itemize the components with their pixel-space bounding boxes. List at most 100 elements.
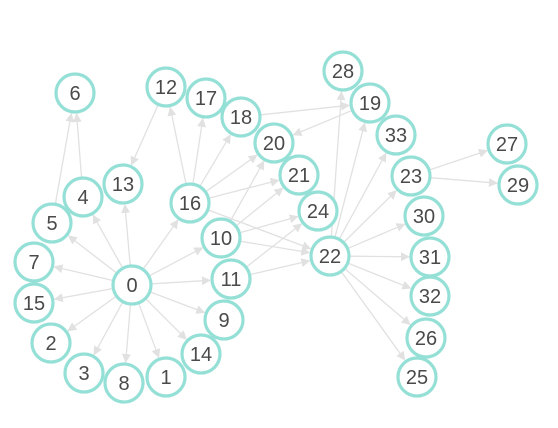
graph-node-27[interactable]: 27 <box>486 123 528 165</box>
edge-10-to-24 <box>240 214 299 234</box>
node-circle[interactable] <box>200 217 242 259</box>
graph-node-26[interactable]: 26 <box>405 317 447 359</box>
node-circle[interactable] <box>180 333 222 375</box>
graph-node-21[interactable]: 21 <box>278 154 320 196</box>
node-circle[interactable] <box>13 282 55 324</box>
graph-node-18[interactable]: 18 <box>220 96 262 138</box>
graph-node-3[interactable]: 3 <box>63 352 105 394</box>
graph-node-32[interactable]: 32 <box>409 275 451 317</box>
graph-node-30[interactable]: 30 <box>403 195 445 237</box>
graph-node-12[interactable]: 12 <box>145 66 187 108</box>
graph-node-15[interactable]: 15 <box>13 282 55 324</box>
node-label: 6 <box>69 83 80 105</box>
node-label: 11 <box>221 269 242 291</box>
graph-node-28[interactable]: 28 <box>322 50 364 92</box>
node-circle[interactable] <box>145 66 187 108</box>
graph-node-8[interactable]: 8 <box>103 362 145 404</box>
node-circle[interactable] <box>390 155 432 197</box>
node-circle[interactable] <box>103 362 145 404</box>
graph-node-4[interactable]: 4 <box>62 176 104 218</box>
node-label: 10 <box>210 228 232 250</box>
graph-node-5[interactable]: 5 <box>31 202 73 244</box>
edge-10-to-21 <box>236 187 284 226</box>
node-circle[interactable] <box>349 82 391 124</box>
graph-node-17[interactable]: 17 <box>185 77 227 119</box>
node-circle[interactable] <box>409 275 451 317</box>
node-label: 20 <box>263 133 285 155</box>
graph-node-1[interactable]: 1 <box>145 356 187 398</box>
node-circle[interactable] <box>13 241 55 283</box>
node-circle[interactable] <box>322 50 364 92</box>
edge-0-to-16 <box>142 219 179 270</box>
edge-10-to-20 <box>230 160 265 221</box>
node-label: 19 <box>359 93 381 115</box>
node-circle[interactable] <box>102 163 144 205</box>
graph-node-14[interactable]: 14 <box>180 333 222 375</box>
node-circle[interactable] <box>403 195 445 237</box>
node-circle[interactable] <box>203 299 245 341</box>
edge-22-to-19 <box>334 122 368 237</box>
edge-23-to-29 <box>430 177 498 188</box>
node-circle[interactable] <box>405 317 447 359</box>
node-label: 13 <box>112 174 134 196</box>
graph-node-31[interactable]: 31 <box>409 236 451 278</box>
edge-0-to-7 <box>53 264 113 282</box>
graph-node-6[interactable]: 6 <box>54 72 96 114</box>
graph-node-16[interactable]: 16 <box>169 182 211 224</box>
graph-node-25[interactable]: 25 <box>396 356 438 398</box>
graph-node-9[interactable]: 9 <box>203 299 245 341</box>
node-circle[interactable] <box>375 114 417 156</box>
graph-node-2[interactable]: 2 <box>30 322 72 364</box>
edge-22-to-30 <box>348 223 406 249</box>
node-label: 9 <box>218 310 229 332</box>
node-circle[interactable] <box>309 235 351 277</box>
node-circle[interactable] <box>486 123 528 165</box>
node-circle[interactable] <box>54 72 96 114</box>
node-circle[interactable] <box>210 258 252 300</box>
node-label: 5 <box>46 213 57 235</box>
edge-22-to-33 <box>339 152 387 239</box>
graph-node-19[interactable]: 19 <box>349 82 391 124</box>
node-circle[interactable] <box>169 182 211 224</box>
graph-node-24[interactable]: 24 <box>297 190 339 232</box>
edge-16-to-18 <box>199 134 231 187</box>
node-label: 8 <box>118 373 129 395</box>
node-circle[interactable] <box>185 77 227 119</box>
node-circle[interactable] <box>253 122 295 164</box>
node-circle[interactable] <box>111 264 153 306</box>
node-circle[interactable] <box>497 164 539 206</box>
edge-0-to-14 <box>145 298 187 340</box>
edge-16-to-20 <box>205 154 258 192</box>
node-circle[interactable] <box>220 96 262 138</box>
graph-node-22[interactable]: 22 <box>309 235 351 277</box>
graph-node-10[interactable]: 10 <box>200 217 242 259</box>
node-circle[interactable] <box>30 322 72 364</box>
node-circle[interactable] <box>396 356 438 398</box>
node-circle[interactable] <box>63 352 105 394</box>
edge-22-to-23 <box>343 190 397 243</box>
node-label: 16 <box>179 193 201 215</box>
node-circle[interactable] <box>62 176 104 218</box>
node-circle[interactable] <box>297 190 339 232</box>
graph-node-29[interactable]: 29 <box>497 164 539 206</box>
graph-node-11[interactable]: 11 <box>210 258 252 300</box>
node-circle[interactable] <box>278 154 320 196</box>
node-label: 30 <box>413 206 435 228</box>
edge-4-to-6 <box>72 113 83 178</box>
graph-node-20[interactable]: 20 <box>253 122 295 164</box>
graph-node-23[interactable]: 23 <box>390 155 432 197</box>
graph-node-13[interactable]: 13 <box>102 163 144 205</box>
graph-node-33[interactable]: 33 <box>375 114 417 156</box>
edge-0-to-13 <box>121 204 131 266</box>
edge-16-to-12 <box>167 106 187 184</box>
node-circle[interactable] <box>31 202 73 244</box>
edge-0-to-15 <box>53 287 113 303</box>
edge-23-to-27 <box>429 148 488 171</box>
node-circle[interactable] <box>145 356 187 398</box>
node-label: 23 <box>400 166 422 188</box>
graph-node-7[interactable]: 7 <box>13 241 55 283</box>
node-label: 1 <box>160 367 171 389</box>
graph-node-0[interactable]: 0 <box>111 264 153 306</box>
edge-19-to-20 <box>292 110 352 136</box>
node-label: 22 <box>319 246 341 268</box>
